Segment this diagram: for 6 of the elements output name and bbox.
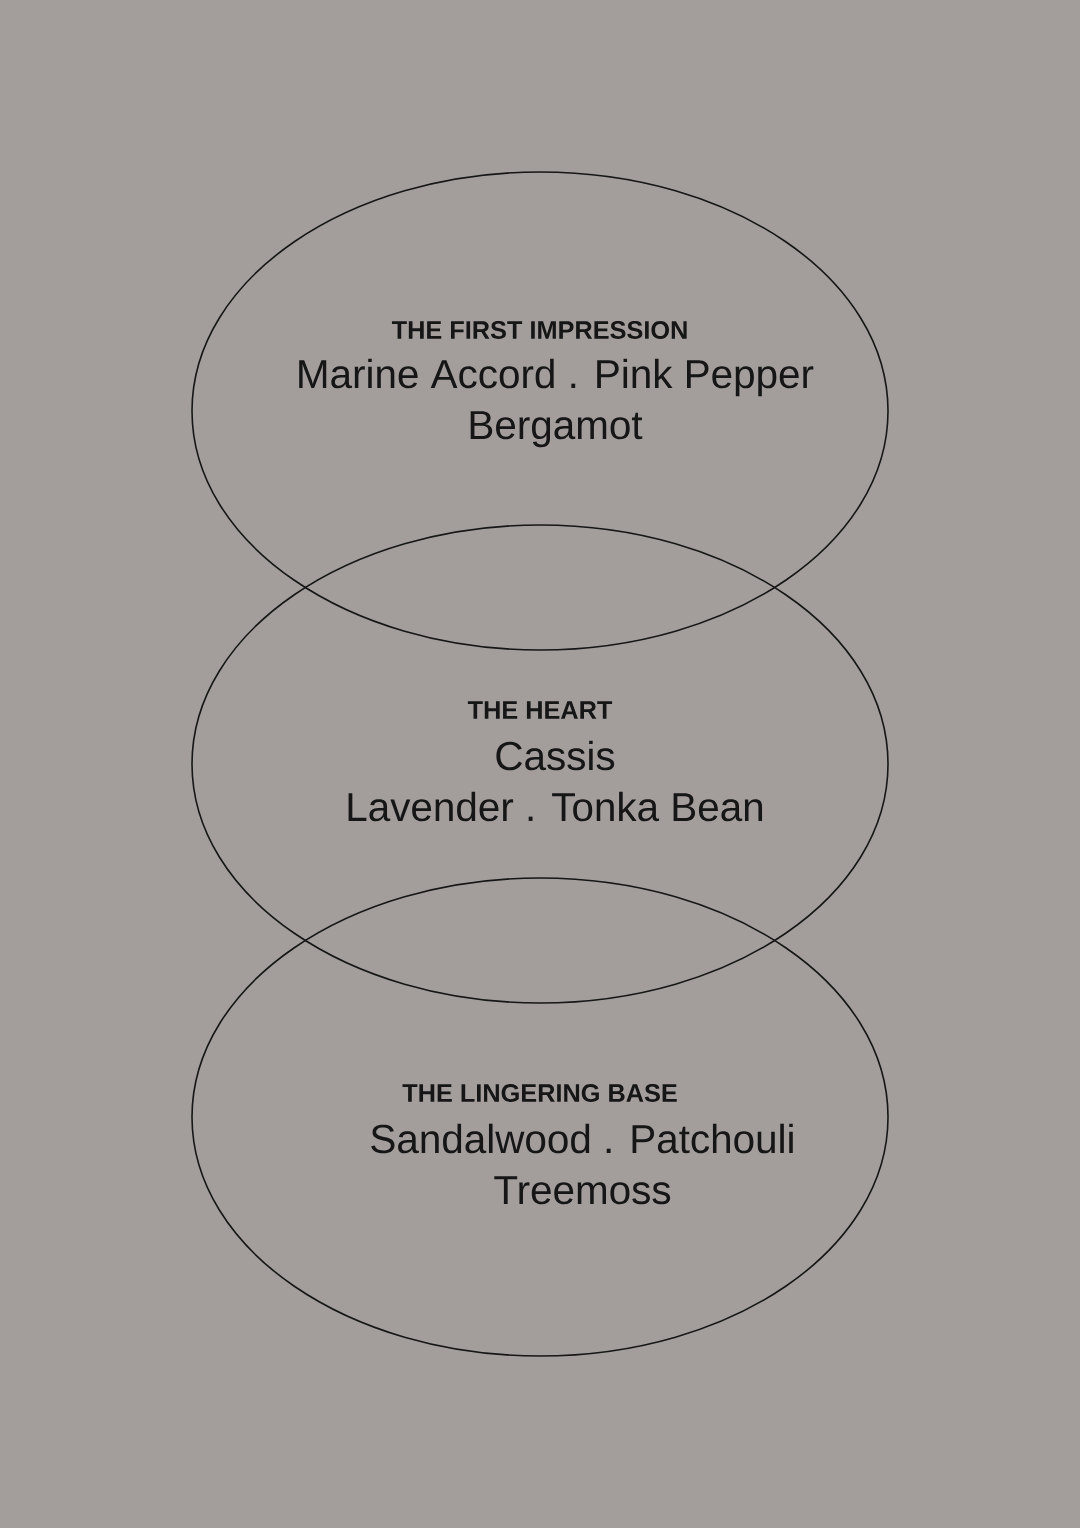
note-list: Sandalwood . Patchouli Treemoss bbox=[371, 1123, 793, 1205]
note-list: Marine Accord . Pink Pepper Bergamot bbox=[299, 358, 814, 448]
section-heading: THE FIRST IMPRESSION bbox=[391, 321, 687, 339]
section-heading: THE HEART bbox=[467, 701, 613, 719]
note-list: Cassis Lavender . Tonka Bean bbox=[348, 740, 763, 822]
section-heading: THE LINGERING BASE bbox=[402, 1084, 677, 1102]
